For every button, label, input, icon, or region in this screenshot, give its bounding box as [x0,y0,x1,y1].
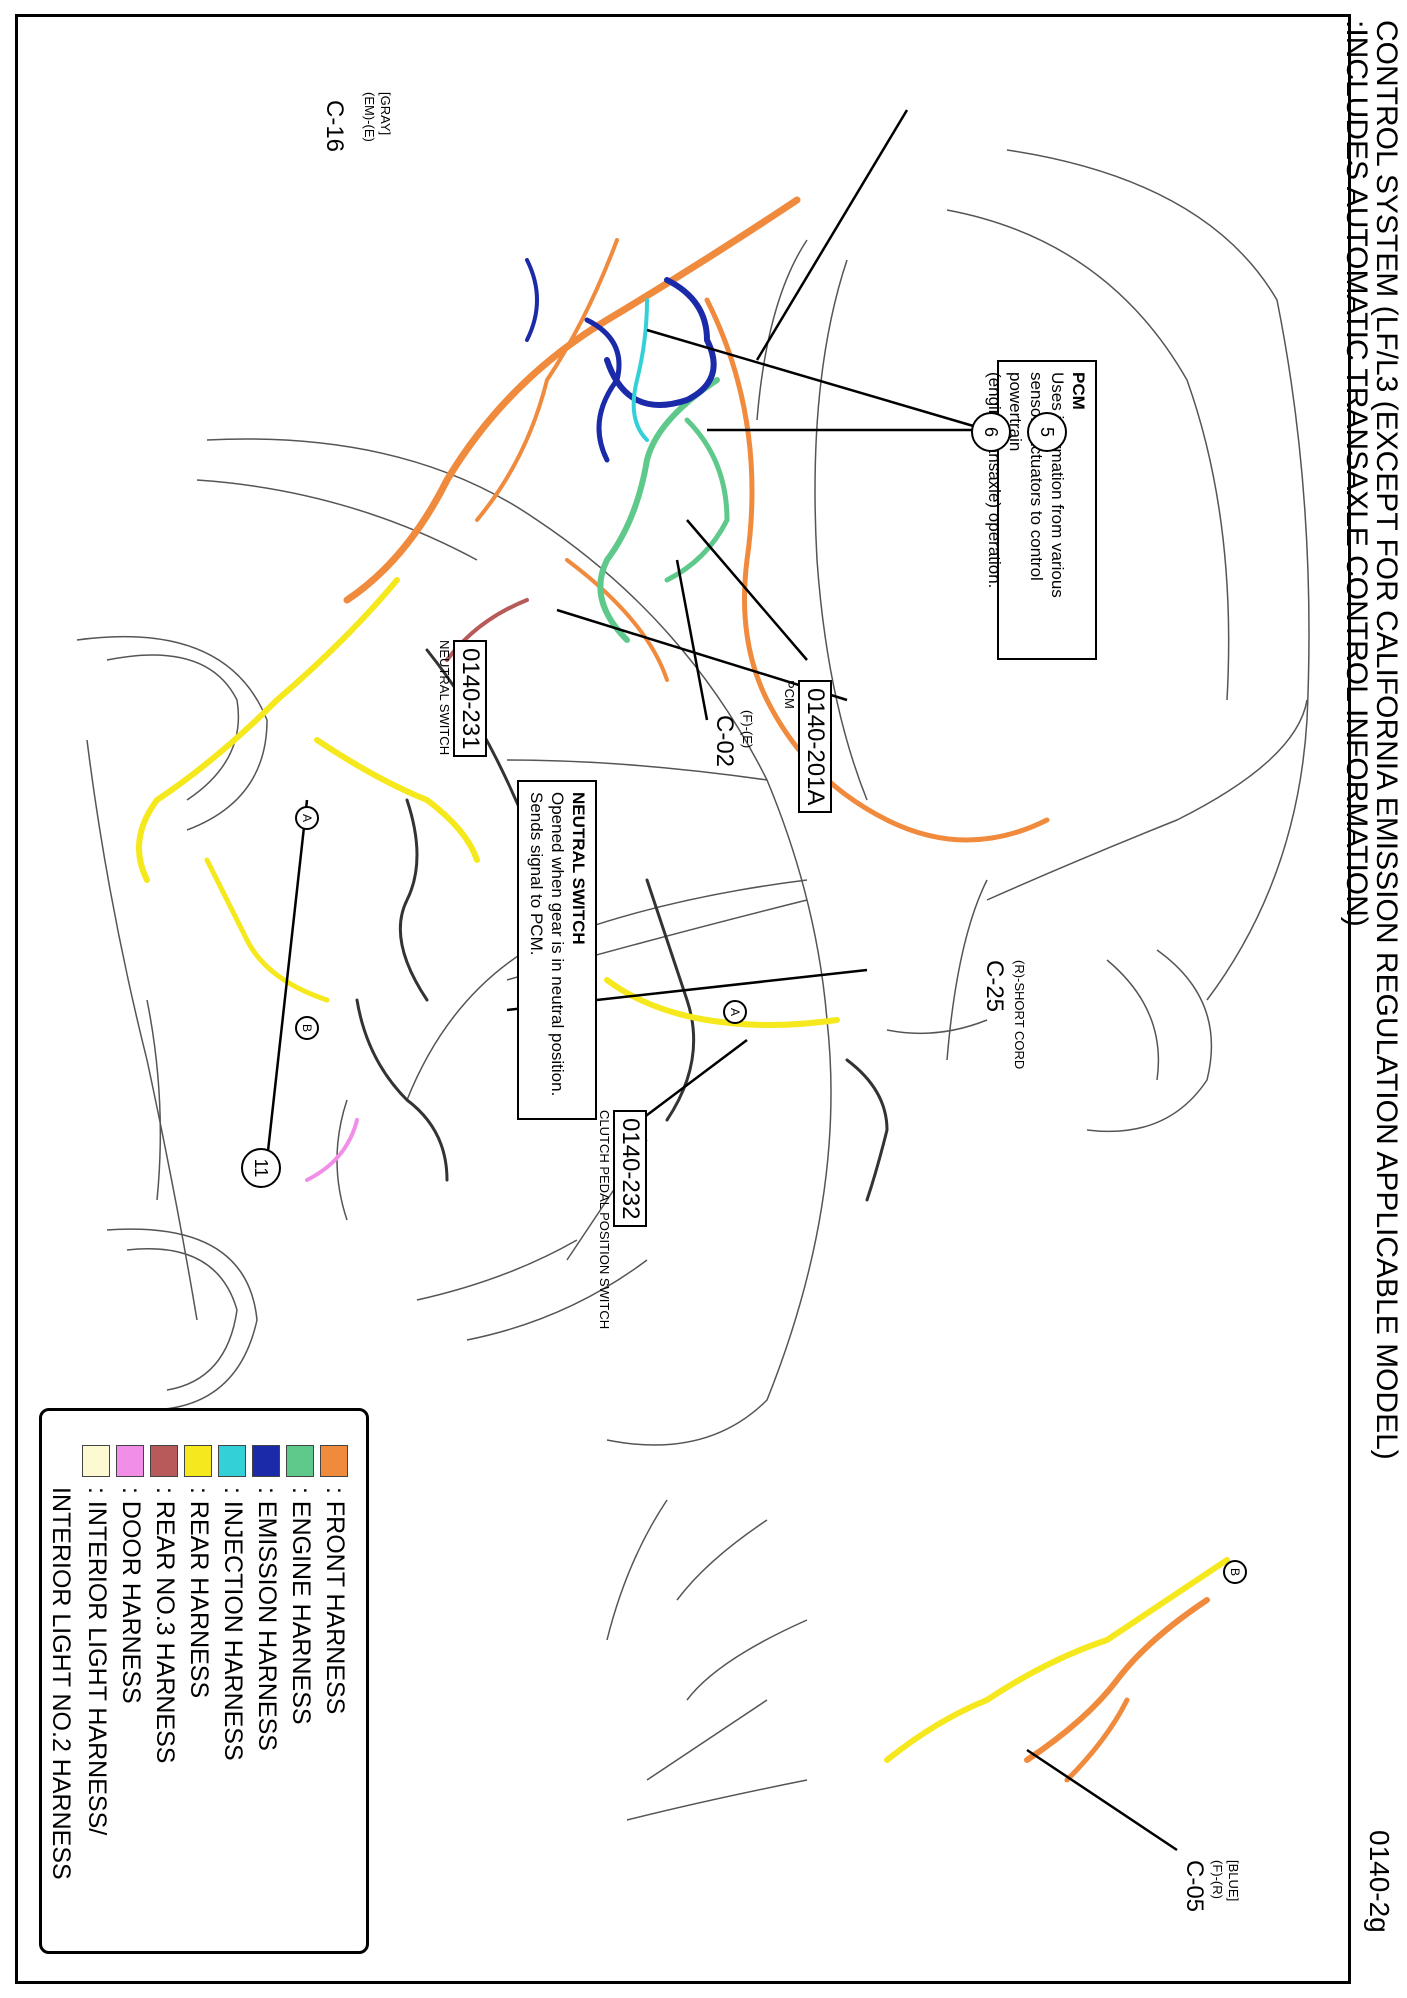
pcm-heading: PCM [1069,372,1088,410]
c16-leader [755,109,909,361]
legend-swatch [116,1445,144,1477]
connector-c16-spec: (EM)-(E) [362,92,377,142]
callout-a-clutch: A [723,1000,747,1024]
legend-swatch [82,1445,110,1477]
legend-swatch [320,1445,348,1477]
callout-b-rear: B [295,1016,319,1040]
legend-label: : REAR HARNESS [185,1487,213,1699]
injection-harness-wire [631,298,649,442]
legend-swatch [150,1445,178,1477]
callout-5: 5 [1027,412,1067,452]
pcm-reference[interactable]: 0140-201A [798,680,832,814]
legend-swatch [252,1445,280,1477]
callout-b-pedal: B [1223,1560,1247,1584]
connector-c05-spec: (F)-(R) [1210,1860,1225,1899]
rear-body-outline [206,438,828,1021]
legend-label: : INJECTION HARNESS [219,1487,247,1761]
connector-c16: C-16 [321,100,348,153]
emission-harness-wire [604,277,717,408]
clutch-ref-leader [626,1039,748,1131]
connector-c02: C-02 [711,715,738,768]
neutral-switch-info-box: NEUTRAL SWITCH Opened when gear is in ne… [517,780,597,1120]
engine-bay-outline [1006,149,1310,1001]
legend-last-line: INTERIOR LIGHT NO.2 HARNESS [47,1487,75,1880]
connector-c16-color: [GRAY] [378,92,393,136]
neutral-line-1: Opened when gear is in neutral position. [548,792,567,1097]
legend-label: : INTERIOR LIGHT HARNESS/ [83,1487,111,1836]
neutral-switch-reference-label: NEUTRAL SWITCH [437,640,452,756]
harness-color-legend: : FRONT HARNESS: ENGINE HARNESS: EMISSIO… [39,1408,369,1954]
legend-label: : DOOR HARNESS [117,1487,145,1704]
connector-c05-color: [BLUE] [1226,1860,1241,1902]
wheel-arch-front [1086,949,1213,1133]
clutch-switch-reference-label: CLUTCH PEDAL POSITION SWITCH [597,1110,612,1330]
callout-a-rear: A [295,806,319,830]
front-harness-wire [343,196,801,604]
connector-c25-spec: (R)-SHORT CORD [1012,960,1027,1070]
legend-label: : REAR NO.3 HARNESS [151,1487,179,1764]
legend-label: : FRONT HARNESS [321,1487,349,1715]
legend-label: : ENGINE HARNESS [287,1487,315,1725]
engine-harness-wire [597,377,720,643]
neutral-switch-reference[interactable]: 0140-231 [453,640,487,758]
pcm-reference-label: PCM [782,680,797,709]
legend-swatch [218,1445,246,1477]
callout-6: 6 [971,412,1011,452]
callout-6-leader [646,328,988,432]
callout-11-leader [265,799,309,1161]
callout-11: 11 [241,1148,281,1188]
neutral-line-2: Sends signal to PCM. [527,792,546,956]
legend-swatch [184,1445,212,1477]
connector-c02-spec: (F)-(E) [740,710,755,749]
neutral-ref-leader [686,519,808,661]
rear-harness-wire [136,577,400,883]
neutral-heading: NEUTRAL SWITCH [569,792,588,945]
c02-leader [675,559,709,721]
rear-wheel-arch-1 [106,654,240,801]
c05-leader [1026,1748,1178,1852]
rear-wheel-arch-2 [126,1248,238,1391]
connector-c25: C-25 [981,960,1008,1013]
clutch-area-outline [406,879,808,1101]
legend-swatch [286,1445,314,1477]
clutch-switch-reference[interactable]: 0140-232 [613,1110,647,1228]
legend-label: : EMISSION HARNESS [253,1487,281,1751]
pcm-info-box: PCM Uses information from various sensor… [985,360,1097,660]
connector-c05: C-05 [1181,1860,1208,1913]
